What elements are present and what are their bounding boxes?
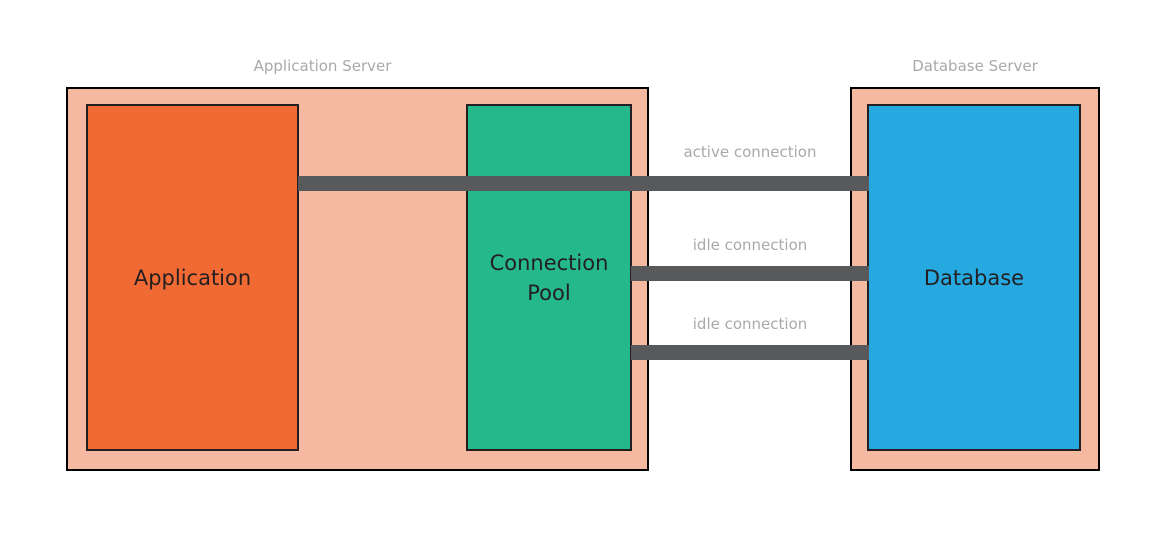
database-label: Database — [923, 265, 1025, 290]
idle-connection-line-2 — [631, 345, 869, 360]
application-label: Application — [133, 265, 252, 290]
application-server-label: Application Server — [253, 57, 392, 75]
application-box: Application — [86, 104, 299, 451]
connection-pool-label: Connection Pool — [489, 250, 609, 305]
database-box: Database — [867, 104, 1081, 451]
database-server-label: Database Server — [912, 57, 1038, 75]
idle-connection-label-2: idle connection — [692, 315, 808, 333]
idle-connection-line-1 — [631, 266, 869, 281]
connection-pool-box: Connection Pool — [466, 104, 632, 451]
active-connection-line — [298, 176, 869, 191]
idle-connection-label-1: idle connection — [692, 236, 808, 254]
active-connection-label: active connection — [683, 143, 817, 161]
